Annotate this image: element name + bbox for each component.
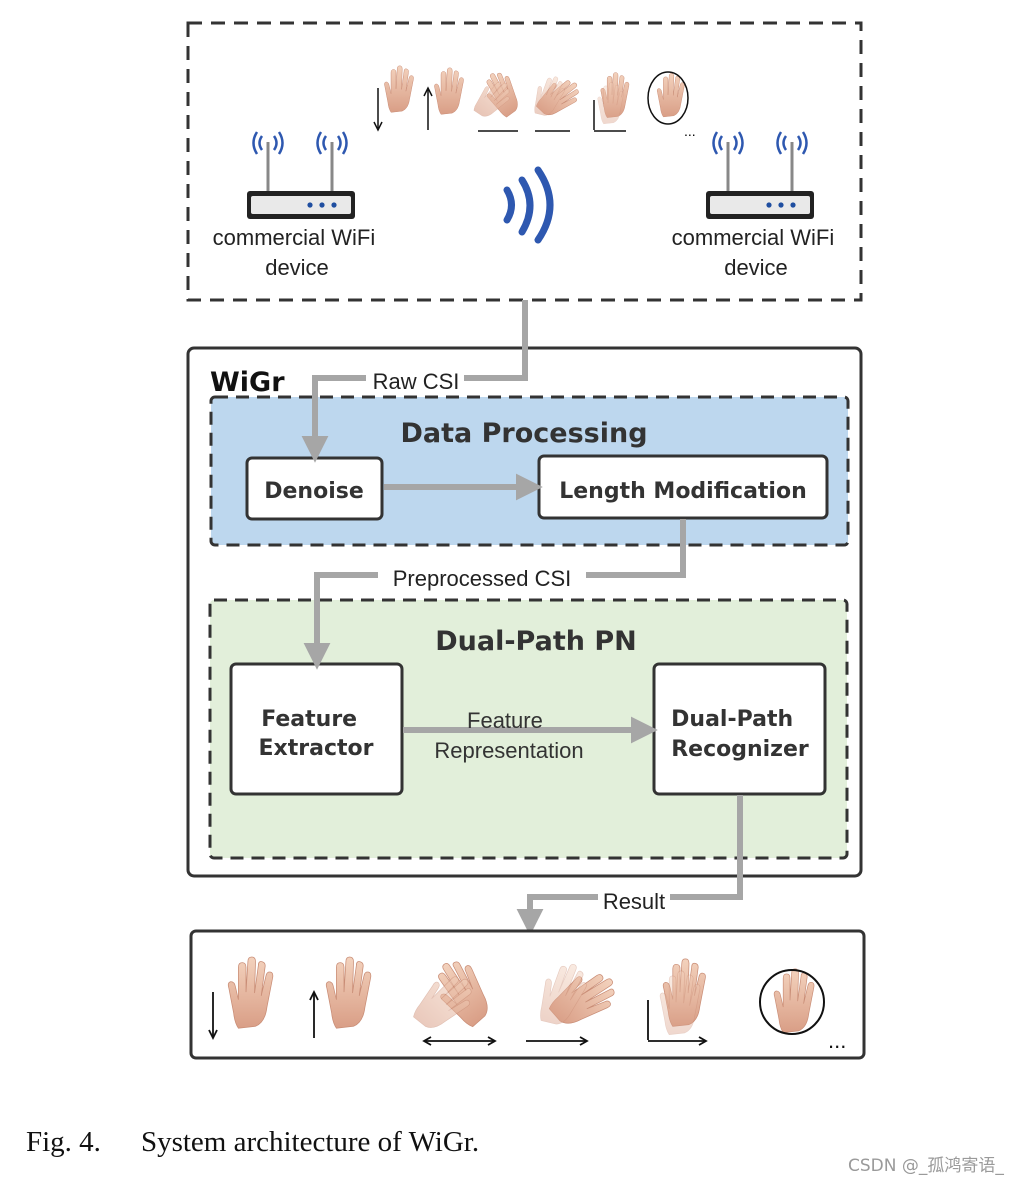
watermark: CSDN @_孤鸿寄语_: [848, 1156, 1004, 1176]
hand-icon: [434, 67, 464, 115]
feature-extractor-label: Feature Extractor: [259, 707, 374, 761]
dual-path-pn-title: Dual-Path PN: [435, 626, 637, 657]
device-right-label: commercial WiFi device: [672, 225, 841, 280]
router-left-icon: [247, 131, 355, 219]
figure-caption: Fig. 4. System architecture of WiGr.: [26, 1126, 479, 1159]
feature-extractor-line1: Feature: [261, 707, 357, 732]
result-label: Result: [603, 889, 665, 914]
environment-box: [186, 21, 863, 302]
wigr-title: WiGr: [210, 367, 285, 398]
device-left-label-line2: device: [265, 255, 329, 280]
feature-representation-line2: Representation: [434, 738, 583, 763]
caption-number: Fig. 4.: [26, 1126, 101, 1158]
feature-representation-line1: Feature: [467, 708, 543, 733]
gesture-strip-top: ...: [373, 65, 696, 139]
hand-icon: [384, 65, 414, 113]
hand-icon: [656, 73, 685, 118]
architecture-diagram: ... commercial WiFi device: [186, 21, 866, 1060]
recognizer-label: Dual-Path Recognizer: [671, 707, 809, 762]
denoise-label: Denoise: [264, 479, 364, 504]
device-right-label-line1: commercial WiFi: [672, 225, 835, 250]
data-processing-title: Data Processing: [400, 418, 647, 449]
device-right-label-line2: device: [724, 255, 788, 280]
device-left-label: commercial WiFi device: [213, 225, 382, 280]
router-right-icon: [706, 131, 814, 219]
wifi-signal-icon: [503, 166, 554, 244]
device-left-label-line1: commercial WiFi: [213, 225, 376, 250]
rotate-icon: [647, 71, 689, 125]
length-modification-label: Length Modification: [559, 479, 807, 504]
recognizer-line1: Dual-Path: [671, 707, 793, 732]
caption-text: System architecture of WiGr.: [140, 1126, 480, 1158]
gestures-more: ...: [684, 123, 696, 139]
feature-representation-label: Feature Representation: [434, 708, 583, 763]
rotate-icon: [759, 969, 825, 1035]
gesture-strip-result: ...: [208, 952, 846, 1053]
raw-csi-label: Raw CSI: [373, 369, 460, 394]
preprocessed-csi-label: Preprocessed CSI: [393, 566, 572, 591]
feature-extractor-line2: Extractor: [259, 736, 374, 761]
result-more: ...: [828, 1028, 846, 1053]
result-box: [189, 929, 866, 1060]
recognizer-line2: Recognizer: [671, 737, 809, 762]
